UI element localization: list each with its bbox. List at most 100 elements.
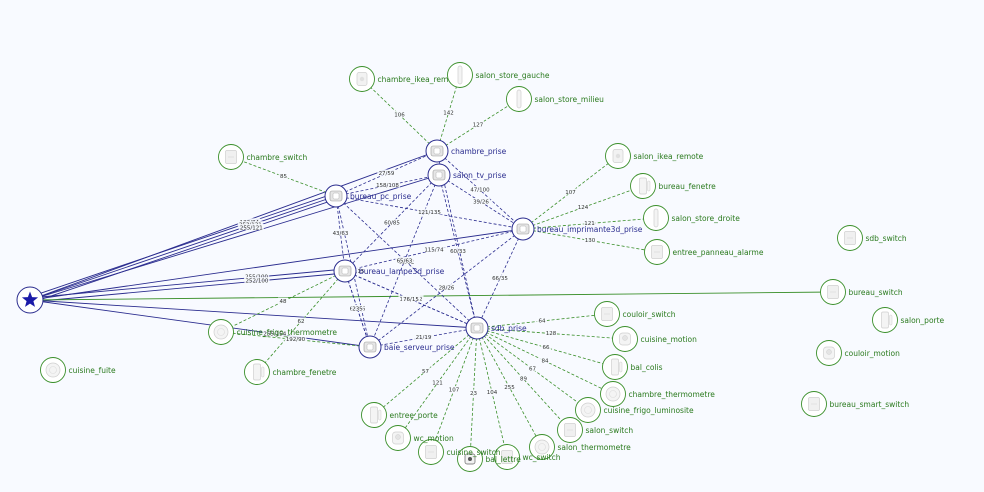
plug-icon xyxy=(329,190,343,202)
node-salon_store_droite[interactable]: salon_store_droite xyxy=(643,205,741,231)
link-label-bg xyxy=(423,246,445,252)
link-label: 255 xyxy=(504,385,515,391)
node-bureau_lampe3d_prise[interactable]: bureau_lampe3d_prise xyxy=(333,259,445,283)
link-label: 106 xyxy=(394,113,405,119)
node-chambre_fenetre[interactable]: chambre_fenetre xyxy=(244,359,337,385)
link-label-bg xyxy=(416,208,443,215)
node-label: salon_store_milieu xyxy=(535,95,605,104)
motion-sensor-icon xyxy=(392,431,404,445)
link-chambre_prise-salon_store_milieu xyxy=(436,98,520,152)
link-label: 142 xyxy=(443,111,454,117)
link-label: 104 xyxy=(487,390,498,396)
link-label: 60/33 xyxy=(450,249,466,255)
link-label: 158/108 xyxy=(376,183,399,189)
node-bal_lettre[interactable]: bal_lettre xyxy=(457,446,522,472)
node-cuisine_switch[interactable]: cuisine_switch xyxy=(418,439,501,465)
star-icon xyxy=(21,291,39,307)
node-chambre_prise[interactable]: chambre_prise xyxy=(425,139,507,163)
node-label: chambre_fenetre xyxy=(273,368,337,377)
link-label-bg xyxy=(244,273,270,280)
node-salon_switch[interactable]: salon_switch xyxy=(557,417,634,443)
link-coord-bureau_pc_prise xyxy=(29,195,337,301)
plug-icon xyxy=(432,169,446,181)
node-bureau_switch[interactable]: bureau_switch xyxy=(820,279,903,305)
thermometer-icon xyxy=(605,386,621,402)
link-coord-bureau_imprimante3d_prise xyxy=(29,228,524,301)
motion-sensor-icon xyxy=(619,332,631,346)
node-chambre_thermometre[interactable]: chambre_thermometre xyxy=(600,381,716,407)
link-coord-bureau_switch xyxy=(29,291,834,301)
link-label-bg xyxy=(262,329,288,336)
link-label-bg xyxy=(420,367,431,374)
link-label: 85 xyxy=(280,174,287,180)
node-salon_store_gauche[interactable]: salon_store_gauche xyxy=(447,62,550,88)
link-label: 47/100 xyxy=(470,188,490,194)
node-sdb_prise[interactable]: sdb_prise xyxy=(465,316,527,340)
node-bureau_smart_switch[interactable]: bureau_smart_switch xyxy=(801,391,910,417)
link-bureau_pc_prise-bureau_imprimante3d_prise xyxy=(335,195,524,230)
contact-sensor-icon xyxy=(639,177,651,195)
node-couloir_motion[interactable]: couloir_motion xyxy=(816,340,901,366)
link-coord-salon_tv_prise xyxy=(29,174,440,301)
plug-icon xyxy=(430,145,444,157)
thermometer-icon xyxy=(213,324,229,340)
node-label: chambre_thermometre xyxy=(629,390,716,399)
switch-icon xyxy=(808,397,820,411)
node-salon_thermometre[interactable]: salon_thermometre xyxy=(529,434,632,460)
link-coord-sdb_prise xyxy=(29,299,478,329)
link-label: 48 xyxy=(280,299,287,305)
link-label: 255/154 xyxy=(263,331,286,337)
link-label-bg xyxy=(469,186,491,192)
node-label: cuisine_frigo_luminosite xyxy=(604,406,694,415)
node-bureau_fenetre[interactable]: bureau_fenetre xyxy=(630,173,717,199)
link-label: 255/121 xyxy=(240,225,263,231)
node-salon_store_milieu[interactable]: salon_store_milieu xyxy=(506,86,605,112)
link-label-bg xyxy=(577,203,589,210)
light-sensor-icon xyxy=(580,402,596,418)
node-cuisine_frigo_luminosite[interactable]: cuisine_frigo_luminosite xyxy=(575,397,694,423)
link-label: 89 xyxy=(520,377,527,383)
node-label: wc_motion xyxy=(414,434,455,443)
link-label: 62 xyxy=(298,319,305,325)
node-label: cuisine_switch xyxy=(447,448,501,457)
node-bureau_imprimante3d_prise[interactable]: bureau_imprimante3d_prise xyxy=(511,217,643,241)
node-label: sdb_prise xyxy=(491,324,527,333)
node-chambre_ikea_remote[interactable]: chambre_ikea_remote xyxy=(349,66,461,92)
node-bal_colis[interactable]: bal_colis xyxy=(602,354,663,380)
node-coord[interactable] xyxy=(16,286,44,314)
node-label: salon_thermometre xyxy=(558,443,632,452)
node-baie_serveur_prise[interactable]: baie_serveur_prise xyxy=(358,335,455,359)
node-cuisine_frigo_thermometre[interactable]: cuisine_frigo_thermometre xyxy=(208,319,338,345)
link-label: 43/63 xyxy=(333,231,349,237)
link-salon_tv_prise-sdb_prise xyxy=(438,174,478,329)
link-label-bg xyxy=(437,284,456,290)
remote-icon xyxy=(356,72,368,86)
node-couloir_switch[interactable]: couloir_switch xyxy=(594,301,676,327)
node-salon_porte[interactable]: salon_porte xyxy=(872,307,945,333)
link-label: 84 xyxy=(542,359,549,365)
node-chambre_switch[interactable]: chambre_switch xyxy=(218,144,308,170)
node-entree_panneau_alarme[interactable]: entree_panneau_alarme xyxy=(644,239,764,265)
contact-sensor-icon xyxy=(881,311,893,329)
link-label-bg xyxy=(401,295,421,302)
node-bureau_pc_prise[interactable]: bureau_pc_prise xyxy=(324,184,412,208)
node-wc_motion[interactable]: wc_motion xyxy=(385,425,455,451)
node-cuisine_motion[interactable]: cuisine_motion xyxy=(612,326,698,352)
link-label-bg xyxy=(490,274,510,281)
node-sdb_switch[interactable]: sdb_switch xyxy=(837,225,907,251)
link-coord-bureau_pc_prise xyxy=(28,192,336,298)
motion-sensor-icon xyxy=(823,346,835,360)
node-cuisine_fuite[interactable]: cuisine_fuite xyxy=(40,357,116,383)
link-label: 66 xyxy=(543,345,550,351)
node-salon_ikea_remote[interactable]: salon_ikea_remote xyxy=(605,143,704,169)
contact-sensor-icon xyxy=(611,358,623,376)
node-entree_porte[interactable]: entree_porte xyxy=(361,402,439,428)
node-label: bureau_lampe3d_prise xyxy=(359,267,445,276)
link-label-bg xyxy=(448,386,460,392)
node-wc_switch[interactable]: wc_switch xyxy=(494,444,561,470)
link-label: 64 xyxy=(539,319,546,325)
node-salon_tv_prise[interactable]: salon_tv_prise xyxy=(427,163,507,187)
leak-sensor-icon xyxy=(45,362,61,378)
